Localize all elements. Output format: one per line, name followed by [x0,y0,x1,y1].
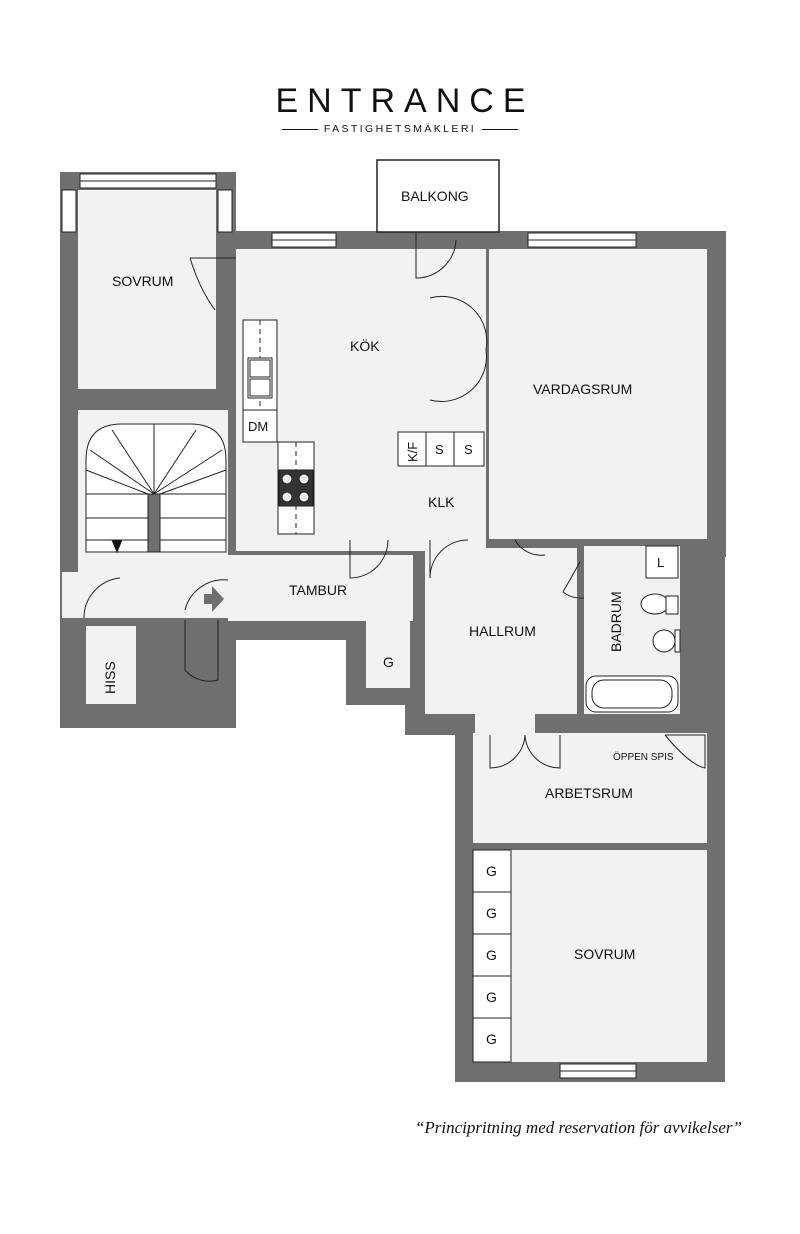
staircase [85,423,227,554]
brand-rule-right [482,128,519,130]
brand-name: ENTRANCE [275,82,535,120]
fixture-s1: S [435,442,444,457]
room-vardagsrum: VARDAGSRUM [533,381,632,397]
room-sovrum-top: SOVRUM [112,273,173,289]
room-klk: KLK [428,494,455,510]
room-hallrum: HALLRUM [469,623,536,639]
bathroom-fixtures [585,545,681,713]
brand-subtitle: FASTIGHETSMÄKLERI [323,123,477,135]
entrance-arrow-icon [204,586,224,612]
room-badrum: BADRUM [608,591,624,652]
balcony [376,159,500,233]
windows [61,173,637,1079]
doors [83,232,706,769]
wardrobe-g: G [486,1031,497,1047]
room-labels: SOVRUM BALKONG KÖK VARDAGSRUM DM K/F S S… [102,188,674,1047]
room-sovrum-bottom: SOVRUM [574,946,635,962]
wardrobe-g: G [486,947,497,963]
fixture-l: L [657,555,664,570]
fixture-dm: DM [248,419,268,434]
fixture-oppen-spis: ÖPPEN SPIS [613,751,674,763]
room-arbetsrum: ARBETSRUM [545,785,633,801]
room-kok: KÖK [350,337,380,354]
brand-logo: ENTRANCE FASTIGHETSMÄKLERI [0,82,800,135]
closet-g-hall: G [383,654,394,670]
wardrobes [472,849,512,1063]
wardrobe-g: G [486,863,497,879]
kitchen-fixtures [242,319,485,535]
room-tambur: TAMBUR [289,582,347,598]
room-balkong: BALKONG [401,188,469,204]
fixture-kf: K/F [405,442,420,462]
brand-subtitle-row: FASTIGHETSMÄKLERI [0,123,800,135]
fixture-s2: S [464,442,473,457]
disclaimer: “Principritning med reservation för avvi… [414,1118,742,1137]
elevator-hiss: HISS [102,661,118,694]
wardrobe-g: G [486,989,497,1005]
wardrobe-g: G [486,905,497,921]
brand-rule-left [281,128,318,130]
